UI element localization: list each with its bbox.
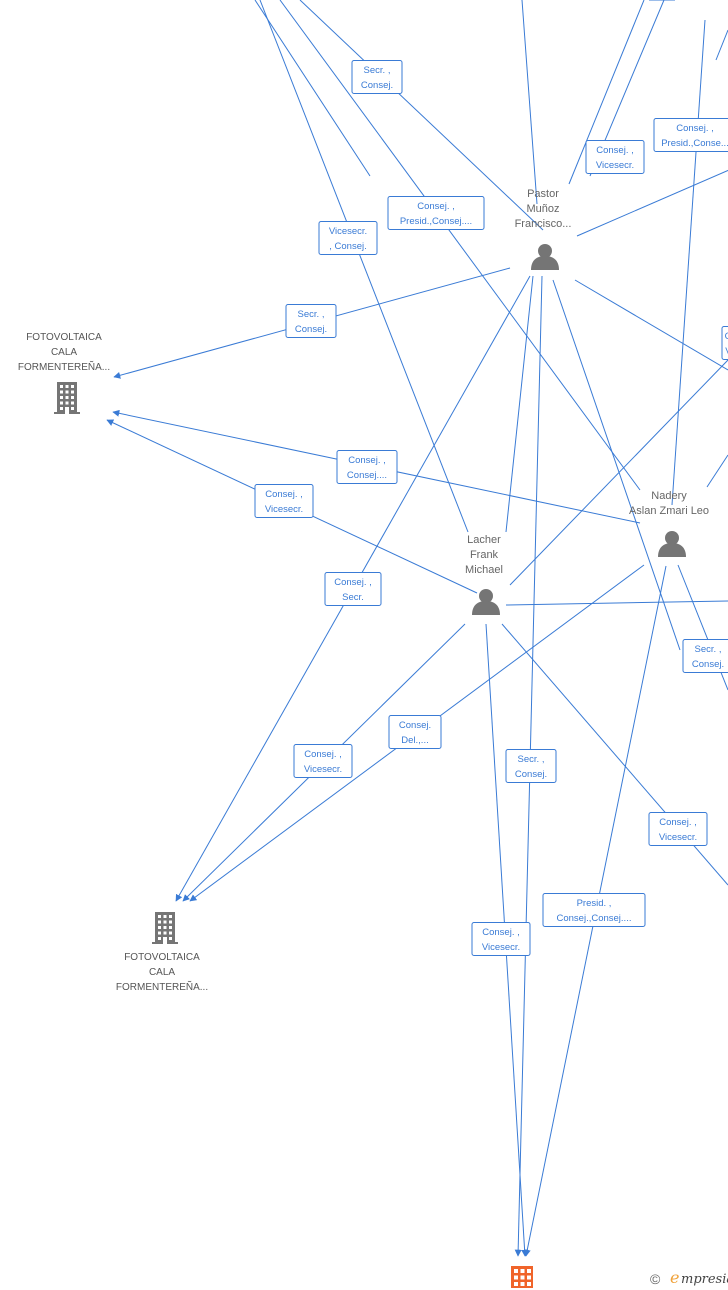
person-icon — [658, 531, 686, 557]
person-name-line: Lacher — [467, 534, 501, 546]
relationship-edge-1 — [254, 0, 371, 177]
relationship-edge-25 — [671, 19, 706, 506]
relationship-edge-2 — [299, 0, 544, 231]
company-name-line: FOTOVOLTAICA — [26, 332, 102, 343]
person-name-line: Pastor — [527, 188, 559, 200]
person-name-line: Nadery — [651, 490, 687, 502]
role-label-text: Presid. , — [577, 898, 612, 909]
relationship-edge-15 — [552, 279, 681, 651]
role-label-text: Vicesecr. — [596, 160, 634, 171]
company-node-comp1[interactable]: FOTOVOLTAICA CALA FORMENTEREÑA... — [18, 332, 110, 414]
role-label-text: Consej. — [515, 769, 547, 780]
company-name-line: FORMENTEREÑA... — [116, 980, 208, 993]
company-name-line: CALA — [51, 347, 77, 358]
person-name-line: Aslan Zmari Leo — [629, 505, 709, 517]
company-name-line: FORMENTEREÑA... — [18, 360, 110, 373]
role-label-l9[interactable]: Consej. , Vicesecr. — [254, 484, 314, 518]
role-label-text: Secr. , — [695, 644, 722, 655]
person-name-line: Francisco... — [515, 218, 572, 230]
role-label-text: Consej. , — [676, 123, 714, 134]
person-icon — [472, 589, 500, 615]
role-label-l15[interactable]: Consej. , Vicesecr. — [648, 812, 708, 846]
role-label-text: V... — [725, 346, 728, 357]
company-name-line: CALA — [149, 967, 175, 978]
role-label-text: Consej. , — [417, 201, 455, 212]
role-label-text: Consej. , — [596, 145, 634, 156]
role-label-text: Consej. — [361, 80, 393, 91]
role-label-text: Secr. — [342, 592, 364, 603]
role-label-l2[interactable]: Consej. , Vicesecr. — [585, 140, 645, 174]
person-icon — [531, 244, 559, 270]
building-icon — [152, 912, 178, 944]
building-icon — [54, 382, 80, 414]
role-label-text: Consej. , — [265, 489, 303, 500]
role-label-text: Consej. — [692, 659, 724, 670]
relationship-edge-26 — [706, 454, 728, 488]
role-label-l1[interactable]: Secr. , Consej. — [351, 60, 403, 94]
relationship-edge-27 — [715, 29, 728, 61]
role-label-text: Consej. , — [482, 927, 520, 938]
relationship-edge-4 — [521, 0, 538, 205]
role-label-l17[interactable]: Consej. , Vicesecr. — [471, 922, 531, 956]
role-label-l5[interactable]: Vicesecr. , Consej. — [318, 221, 378, 255]
role-label-l10[interactable]: Consej. , Secr. — [324, 572, 382, 606]
relationship-edge-5 — [568, 0, 645, 185]
role-label-l12[interactable]: Consej. Del.,... — [388, 715, 442, 749]
relationship-edge-16 — [505, 275, 534, 533]
role-label-text: Consej. , — [659, 817, 697, 828]
role-label-l13[interactable]: Consej. , Vicesecr. — [293, 744, 353, 778]
role-label-text: Presid.,Conse... — [661, 138, 728, 149]
role-label-l6[interactable]: Secr. , Consej. — [285, 304, 337, 338]
company-name-line: FOTOVOLTAICA — [124, 952, 200, 963]
role-label-l7[interactable]: C... V... — [721, 326, 728, 360]
relationship-edge-10 — [574, 279, 728, 371]
person-name-line: Frank — [470, 549, 499, 561]
role-label-text: C... — [725, 331, 728, 342]
role-label-l11[interactable]: Secr. , Consej. — [682, 639, 728, 673]
role-label-text: Consej. , — [304, 749, 342, 760]
role-label-text: Vicesecr. — [659, 832, 697, 843]
role-label-l16[interactable]: Presid. , Consej.,Consej.... — [542, 893, 646, 927]
role-label-text: Consej. , — [334, 577, 372, 588]
copyright-symbol: © — [650, 1271, 661, 1287]
building-icon — [511, 1266, 533, 1288]
person-node-pastor[interactable]: PastorMuñozFrancisco... — [515, 188, 572, 270]
role-label-text: Secr. , — [518, 754, 545, 765]
role-label-text: Secr. , — [298, 309, 325, 320]
relationship-edge-7 — [279, 0, 641, 491]
relationship-edge-18 — [505, 600, 728, 606]
company-node-comp2[interactable]: FOTOVOLTAICA CALA FORMENTEREÑA... — [116, 912, 208, 993]
role-label-text: Del.,... — [401, 735, 428, 746]
role-label-l8[interactable]: Consej. , Consej.... — [336, 450, 398, 484]
role-label-text: Consej. — [295, 324, 327, 335]
role-label-text: Vicesecr. — [329, 226, 367, 237]
role-label-text: Consej.... — [347, 470, 387, 481]
role-label-text: Vicesecr. — [265, 504, 303, 515]
company-node-comp3[interactable] — [511, 1266, 533, 1288]
role-label-l14[interactable]: Secr. , Consej. — [505, 749, 557, 783]
brand-name: mpresia — [681, 1272, 728, 1287]
person-name-line: Michael — [465, 564, 503, 576]
role-label-text: Vicesecr. — [304, 764, 342, 775]
relationship-edge-17 — [509, 359, 728, 586]
brand-initial: e — [670, 1268, 679, 1287]
role-label-text: Consej. , — [348, 455, 386, 466]
role-label-l4[interactable]: Consej. , Presid.,Consej.... — [387, 196, 485, 230]
role-label-text: Consej.,Consej.... — [557, 913, 632, 924]
brand-footer: © empresia — [650, 1268, 728, 1287]
role-label-l3[interactable]: Consej. , Presid.,Conse... — [653, 118, 728, 152]
role-label-text: , Consej. — [329, 241, 367, 252]
person-name-line: Muñoz — [526, 203, 559, 215]
role-label-text: Consej. — [399, 720, 431, 731]
role-label-text: Vicesecr. — [482, 942, 520, 953]
role-label-text: Secr. , — [364, 65, 391, 76]
relationship-edge-8 — [576, 169, 728, 237]
relationship-edge-3 — [259, 0, 469, 533]
role-label-text: Presid.,Consej.... — [400, 216, 472, 227]
